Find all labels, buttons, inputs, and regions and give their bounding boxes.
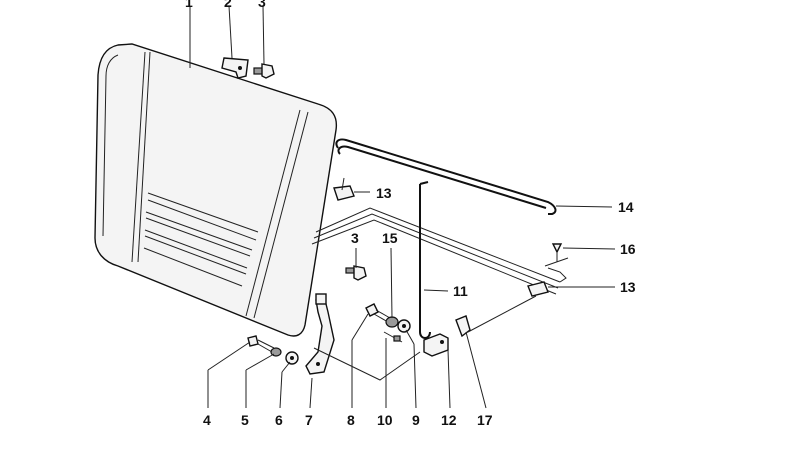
pin-10 <box>383 331 403 343</box>
frame-rail <box>311 207 567 295</box>
label-8: 8 <box>347 412 355 428</box>
label-3-top: 3 <box>258 0 266 10</box>
label-13-lower: 13 <box>620 279 636 295</box>
label-3: 3 <box>351 230 359 246</box>
label-4: 4 <box>203 412 211 428</box>
clip-top <box>333 185 355 201</box>
label-16: 16 <box>620 241 636 257</box>
clip-17 <box>455 315 471 338</box>
hood-panel <box>94 43 338 337</box>
label-12: 12 <box>441 412 457 428</box>
bolt-4 <box>247 335 275 353</box>
label-2: 2 <box>224 0 232 10</box>
support-rod <box>335 138 557 215</box>
label-17: 17 <box>477 412 493 428</box>
label-10: 10 <box>377 412 393 428</box>
stay-rod <box>419 181 431 339</box>
label-13-top: 13 <box>376 185 392 201</box>
label-6: 6 <box>275 412 283 428</box>
label-5: 5 <box>241 412 249 428</box>
label-7: 7 <box>305 412 313 428</box>
leader-lines <box>189 5 616 409</box>
assembly-lines <box>313 177 537 381</box>
hinge-plate <box>221 57 249 79</box>
clip-16 <box>544 243 569 267</box>
bolt-mid <box>345 265 367 281</box>
label-9: 9 <box>412 412 420 428</box>
label-1: 1 <box>185 0 193 10</box>
hinge-arm <box>305 293 335 375</box>
washer-15 <box>385 316 411 333</box>
label-15: 15 <box>382 230 398 246</box>
bolt-8 <box>365 303 391 323</box>
label-14: 14 <box>618 199 634 215</box>
clip-lower <box>527 281 549 297</box>
part-labels: 1 2 3 13 14 3 15 16 11 13 4 5 6 7 8 10 9… <box>185 0 636 428</box>
washer-6 <box>285 351 299 365</box>
label-11: 11 <box>453 283 468 299</box>
bolt-top <box>253 63 275 79</box>
